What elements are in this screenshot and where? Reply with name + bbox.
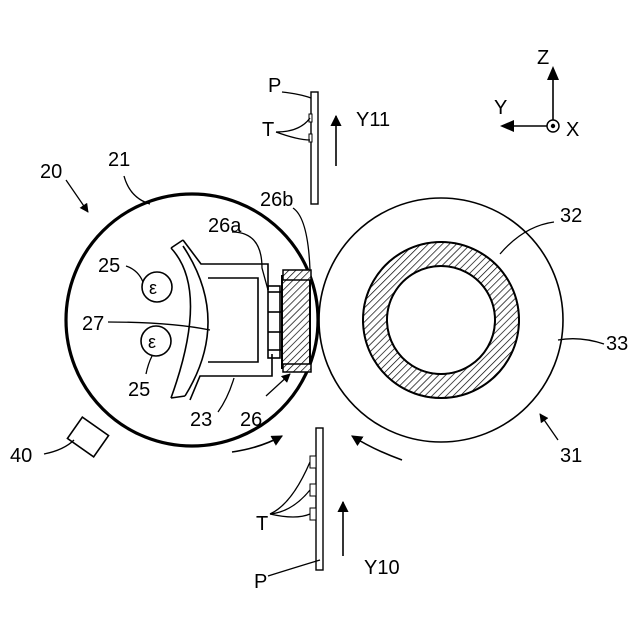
leader-t-upper-2 — [276, 132, 310, 140]
lamp-lower: ε — [141, 326, 171, 356]
toner-lower-3 — [310, 508, 316, 520]
paper-lower — [310, 428, 343, 570]
label-20: 20 — [40, 161, 62, 183]
axis-indicator: Z Y X — [494, 47, 579, 141]
label-y11: Y11 — [356, 109, 390, 131]
toner-lower-1 — [310, 456, 316, 468]
lamp-upper-symbol: ε — [149, 278, 157, 298]
leader-p-lower — [268, 560, 320, 576]
leader-20 — [66, 180, 88, 212]
label-t-lower: T — [256, 513, 268, 535]
heater-bottom-electrode — [283, 364, 311, 372]
heater-holder — [268, 286, 280, 358]
core-inner-edge — [387, 266, 495, 374]
label-25-lower: 25 — [128, 379, 150, 401]
label-p-lower: P — [254, 571, 267, 593]
paper-lower-sheet — [316, 428, 323, 570]
leader-32 — [500, 222, 554, 254]
label-40: 40 — [10, 445, 32, 467]
leader-t-lower-3 — [270, 514, 310, 517]
pressure-roller — [319, 198, 563, 442]
leader-26a — [232, 232, 268, 290]
leader-40 — [44, 440, 74, 454]
reflector-bottom-cap — [171, 396, 185, 398]
reflector-inner-box — [208, 278, 258, 362]
label-23: 23 — [190, 409, 212, 431]
reflector-assembly — [171, 240, 283, 400]
label-25-upper: 25 — [98, 255, 120, 277]
label-26a: 26a — [208, 215, 242, 237]
pressure-roller-rotation-arrow — [352, 436, 402, 460]
label-t-upper: T — [262, 119, 274, 141]
reflector-top-cap — [171, 240, 183, 248]
leader-33 — [558, 339, 604, 344]
label-31: 31 — [560, 445, 582, 467]
label-27: 27 — [82, 313, 104, 335]
x-axis-dot — [551, 124, 555, 128]
sensor-box — [67, 417, 108, 457]
heater-body — [282, 276, 310, 368]
leader-21 — [124, 176, 150, 204]
leader-p-upper — [282, 92, 311, 98]
paper-upper-sheet — [311, 92, 318, 204]
pressure-roller-outer — [319, 198, 563, 442]
y-axis-label: Y — [494, 97, 507, 119]
toner-upper-2 — [309, 134, 312, 142]
leader-25-upper — [126, 266, 143, 282]
label-32: 32 — [560, 205, 582, 227]
toner-lower-2 — [310, 484, 316, 496]
heater-top-electrode — [283, 270, 311, 280]
heater — [282, 270, 311, 372]
leader-25-lower — [146, 356, 152, 374]
label-33: 33 — [606, 333, 628, 355]
x-axis-label: X — [566, 119, 579, 141]
label-y10: Y10 — [364, 557, 400, 579]
leader-31 — [540, 414, 558, 440]
paper-upper — [309, 92, 336, 204]
label-26b: 26b — [260, 189, 293, 211]
label-21: 21 — [108, 149, 130, 171]
leader-26 — [266, 374, 290, 396]
label-p-upper: P — [268, 75, 281, 97]
reflector-curve-outer — [171, 248, 191, 398]
leader-t-upper-1 — [276, 118, 310, 132]
lamp-upper: ε — [142, 272, 172, 302]
label-26: 26 — [240, 409, 262, 431]
y-axis-arrowhead — [500, 120, 514, 132]
leader-23 — [218, 378, 234, 412]
reflector-upper-arm — [183, 240, 268, 290]
reflector-curve-inner — [183, 246, 208, 396]
leader-t-lower-1 — [270, 462, 310, 514]
z-axis-label: Z — [537, 47, 549, 69]
lamp-lower-symbol: ε — [148, 332, 156, 352]
